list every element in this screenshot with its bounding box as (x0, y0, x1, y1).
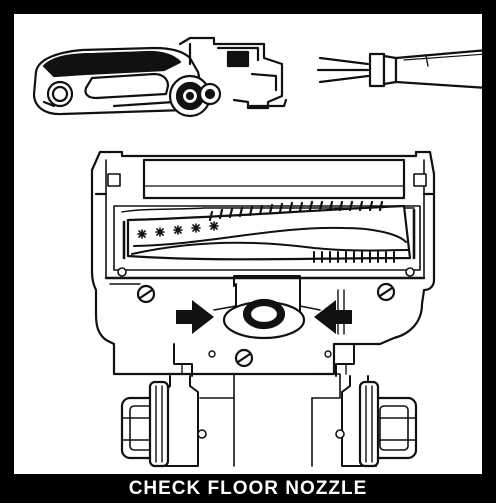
right-wheel-icon (358, 380, 418, 468)
floor-nozzle-underside-icon (90, 150, 436, 468)
caption: CHECK FLOOR NOZZLE (128, 477, 368, 499)
screw-icon (136, 282, 396, 368)
brushroll-icon (122, 200, 416, 263)
vacuum-head-side-view-icon (32, 36, 288, 118)
floor-nozzle-illustration (32, 36, 482, 468)
arrow-left-icon (314, 300, 352, 334)
arrow-right-icon (176, 300, 214, 334)
wand-tube-icon (316, 49, 482, 89)
illustration-panel (14, 14, 482, 474)
left-wheel-icon (120, 380, 170, 468)
